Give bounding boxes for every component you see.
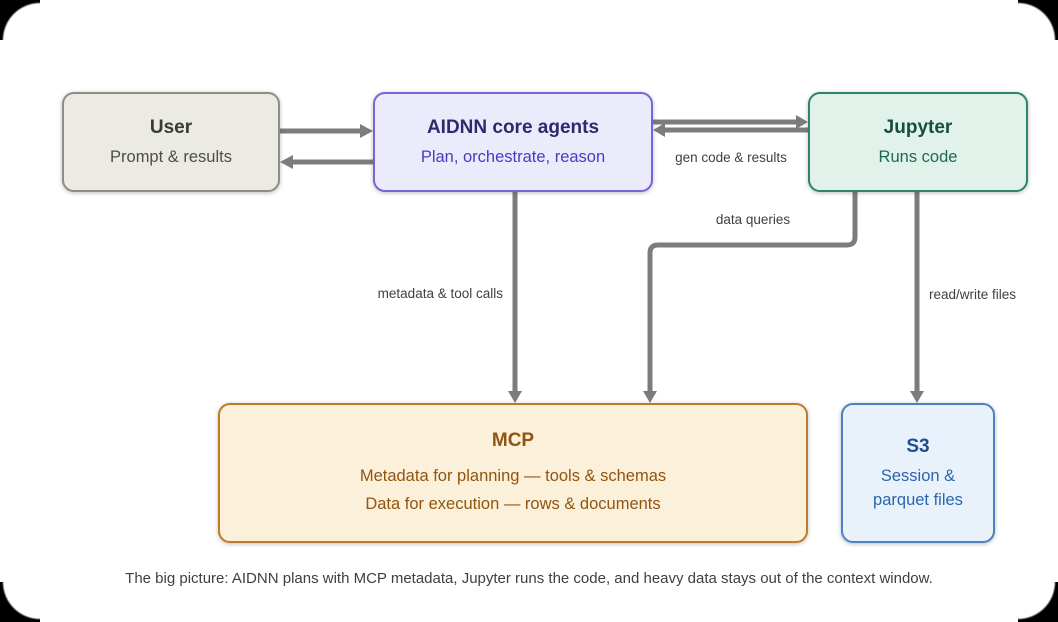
edge-label-jupyter-s3: read/write files: [929, 287, 1017, 302]
node-aidnn-core-agents: AIDNN core agents Plan, orchestrate, rea…: [373, 92, 653, 192]
edge-label-aidnn-mcp: metadata & tool calls: [377, 286, 503, 301]
node-user-title: User: [149, 117, 193, 138]
arrow-user-to-aidnn: [280, 124, 373, 138]
node-mcp-line-metadata: Metadata for planning — tools & schemas: [359, 467, 667, 485]
node-jupyter-title: Jupyter: [883, 117, 953, 138]
arrow-aidnn-to-mcp: [508, 192, 522, 403]
node-aidnn-subtitle: Plan, orchestrate, reason: [420, 148, 606, 166]
rounded-corner-bottom-left: [0, 582, 40, 622]
edge-label-jupyter-mcp: data queries: [715, 212, 791, 227]
node-user-subtitle: Prompt & results: [110, 148, 232, 166]
node-s3-title: S3: [906, 436, 930, 457]
node-aidnn-title: AIDNN core agents: [426, 117, 600, 138]
node-s3: S3 Session & parquet files: [841, 403, 995, 543]
arrow-jupyter-to-s3: [910, 192, 924, 403]
diagram-caption: The big picture: AIDNN plans with MCP me…: [125, 570, 933, 587]
arrow-aidnn-to-jupyter: [653, 115, 808, 129]
node-s3-subtitle: Session & parquet files: [873, 467, 963, 509]
node-mcp: MCP Metadata for planning — tools & sche…: [218, 403, 808, 543]
node-user: User Prompt & results: [62, 92, 280, 192]
rounded-corner-top-left: [0, 0, 40, 40]
rounded-corner-top-right: [1018, 0, 1058, 40]
node-jupyter: Jupyter Runs code: [808, 92, 1028, 192]
node-jupyter-subtitle: Runs code: [878, 148, 958, 166]
arrow-aidnn-to-user: [280, 155, 373, 169]
edge-label-aidnn-jupyter: gen code & results: [675, 150, 787, 165]
node-mcp-line-data: Data for execution — rows & documents: [365, 495, 661, 513]
arrow-jupyter-to-aidnn: [653, 123, 808, 137]
node-mcp-title: MCP: [491, 430, 535, 451]
rounded-corner-bottom-right: [1018, 582, 1058, 622]
